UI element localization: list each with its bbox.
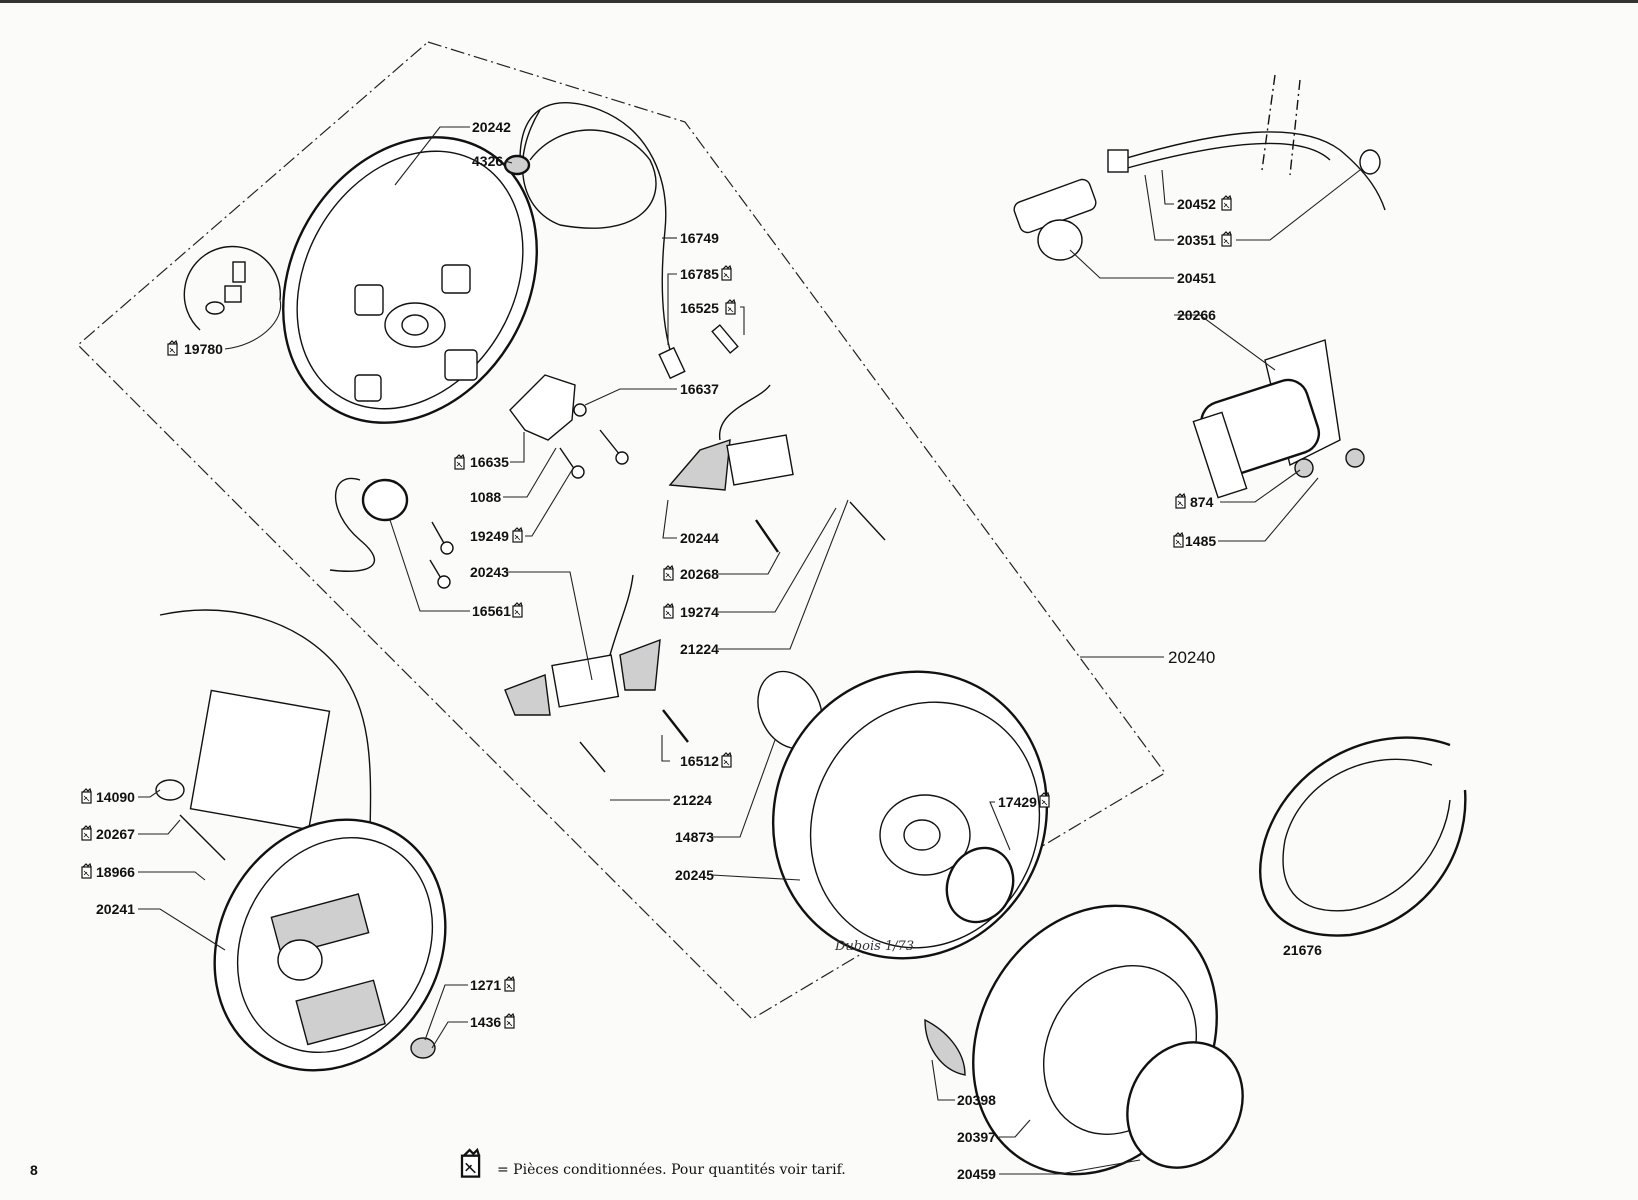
callout: 20245 — [675, 867, 714, 883]
cap-part — [1126, 1041, 1244, 1169]
nut-part — [945, 846, 1015, 924]
wire-part — [519, 102, 671, 351]
callout: 20397 — [957, 1129, 996, 1145]
callout: 14090 — [96, 789, 135, 805]
callout: 16637 — [680, 381, 719, 397]
page-top-edge — [0, 0, 1638, 3]
condenser-part — [329, 477, 409, 572]
callout: 874 — [1190, 494, 1214, 510]
bag-icon — [721, 752, 732, 768]
callout: 16635 — [470, 454, 509, 470]
bag-icon — [663, 565, 674, 581]
callout: 20351 — [1177, 232, 1216, 248]
callout: 16525 — [680, 300, 719, 316]
callout: 1485 — [1185, 533, 1216, 549]
packaged-parts-bag-icon — [460, 1148, 481, 1178]
badge-part — [924, 1018, 966, 1076]
page-number: 8 — [30, 1162, 38, 1178]
callout: 20267 — [96, 826, 135, 842]
bag-icon — [81, 788, 92, 804]
callout: 18966 — [96, 864, 135, 880]
callout: 14873 — [675, 829, 714, 845]
spark-plug-cap-part — [1013, 178, 1097, 261]
bag-icon — [1221, 231, 1232, 247]
callout: 21224 — [680, 641, 719, 657]
callout: 19780 — [184, 341, 223, 357]
callout: 16561 — [472, 603, 511, 619]
legend: = Pièces conditionnées. Pour quantités v… — [460, 1148, 846, 1178]
assembly-callout: 20240 — [1168, 648, 1215, 667]
stator-plate-part — [282, 136, 538, 424]
callout: 16785 — [680, 266, 719, 282]
callout: 20459 — [957, 1166, 996, 1182]
bag-icon — [721, 265, 732, 281]
ignition-coil-part — [504, 574, 661, 716]
ht-coil-part — [1192, 339, 1365, 499]
terminal-part — [711, 324, 739, 354]
callout-labels: 20242 4326 16749 16785 16525 16637 16635… — [81, 119, 1322, 1182]
callout: 1436 — [470, 1014, 501, 1030]
callout: 20398 — [957, 1092, 996, 1108]
bag-icon — [81, 825, 92, 841]
callout: 20451 — [1177, 270, 1216, 286]
callout: 20452 — [1177, 196, 1216, 212]
terminal-detail-part — [183, 245, 282, 331]
legend-text: = Pièces conditionnées. Pour quantités v… — [497, 1162, 846, 1178]
bag-icon — [1221, 195, 1232, 211]
bag-icon — [512, 527, 523, 543]
retaining-ring-part — [1259, 736, 1467, 937]
callout: 16749 — [680, 230, 719, 246]
callout: 20244 — [680, 530, 719, 546]
bag-icon — [725, 299, 736, 315]
assembly-boundary — [77, 41, 1166, 1020]
callout: 1271 — [470, 977, 501, 993]
callout: 19274 — [680, 604, 719, 620]
callout: 4326 — [472, 153, 503, 169]
bag-icon — [504, 1013, 515, 1029]
bag-icon — [1173, 532, 1184, 548]
callout: 19249 — [470, 528, 509, 544]
bag-icon — [81, 863, 92, 879]
cover-part — [924, 904, 1244, 1176]
callout: 21224 — [673, 792, 712, 808]
callout: 16512 — [680, 753, 719, 769]
lighting-coil-part — [668, 384, 794, 491]
bag-icon — [504, 976, 515, 992]
bag-icon — [1175, 493, 1186, 509]
connector-part — [658, 346, 686, 380]
bag-icon — [167, 340, 178, 356]
callout: 21676 — [1283, 942, 1322, 958]
bolt-part — [579, 501, 886, 773]
grommet-part — [503, 154, 531, 176]
leader-lines — [138, 126, 1361, 1175]
callout: 20266 — [1177, 307, 1216, 323]
ht-cable-part — [1107, 74, 1386, 211]
screw-part — [429, 429, 629, 589]
seal-ring-part — [155, 779, 185, 801]
bag-icon — [512, 602, 523, 618]
callout: 20268 — [680, 566, 719, 582]
artist-signature: Dubois 1/73 — [834, 939, 914, 954]
callout: 1088 — [470, 489, 501, 505]
bag-icon — [663, 603, 674, 619]
callout: 20241 — [96, 901, 135, 917]
callout: 20243 — [470, 564, 509, 580]
callout: 20242 — [472, 119, 511, 135]
bag-icon — [454, 454, 465, 470]
callout: 17429 — [998, 794, 1037, 810]
complete-stator-part — [155, 609, 447, 1072]
contact-breaker-part — [509, 374, 576, 441]
